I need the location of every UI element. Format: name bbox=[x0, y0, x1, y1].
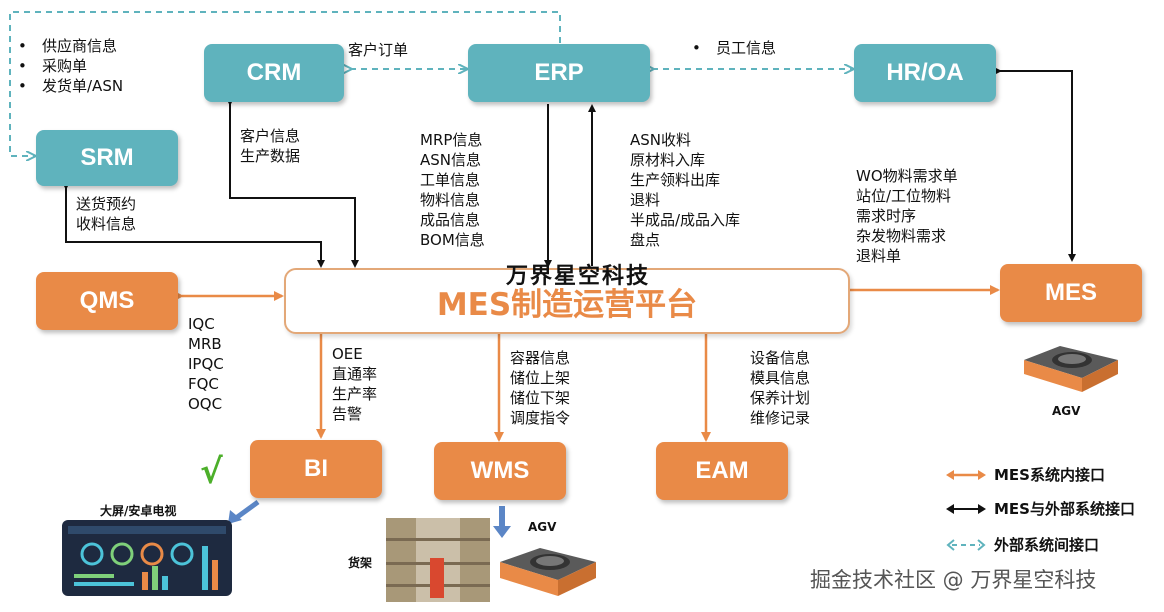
label-line: 设备信息 bbox=[750, 349, 811, 367]
label-line: 模具信息 bbox=[750, 369, 811, 387]
legend-label: 外部系统间接口 bbox=[994, 536, 1100, 554]
label-line: MRP信息 bbox=[420, 131, 483, 149]
label-line: 生产领料出库 bbox=[630, 171, 721, 189]
agv-robot-icon bbox=[1024, 346, 1118, 392]
label-line: 需求时序 bbox=[856, 207, 917, 225]
label-line: ASN信息 bbox=[420, 151, 482, 169]
label-line: 调度指令 bbox=[510, 409, 571, 427]
label-line: ASN收料 bbox=[630, 131, 692, 149]
orange-arrow-icon bbox=[946, 469, 986, 480]
label-line: WO物料需求单 bbox=[856, 167, 958, 185]
shelf-caption: 货架 bbox=[348, 556, 373, 570]
customer-order-label: 客户订单 bbox=[348, 41, 409, 59]
label-line: 储位上架 bbox=[510, 369, 571, 387]
label-line: 站位/工位物料 bbox=[856, 187, 952, 205]
label-line: 成品信息 bbox=[420, 211, 481, 229]
label-line: 储位下架 bbox=[510, 389, 571, 407]
label-line: 送货预约 bbox=[76, 195, 137, 213]
label-line: 原材料入库 bbox=[630, 151, 706, 169]
mes-to-erp-label: ASN收料 原材料入库 生产领料出库 退料 半成品/成品入库 盘点 bbox=[630, 130, 740, 250]
employee-label: 员工信息 bbox=[688, 38, 776, 58]
legend-external: MES与外部系统接口 bbox=[946, 498, 1135, 519]
crm-mes-label: 客户信息 生产数据 bbox=[240, 126, 300, 166]
label-line: OQC bbox=[188, 395, 223, 413]
label-line: 告警 bbox=[332, 405, 363, 423]
wms-node: WMS bbox=[434, 442, 566, 500]
label-line: 生产数据 bbox=[240, 147, 301, 165]
legend-label: MES与外部系统接口 bbox=[994, 500, 1135, 518]
brand-text: 万界星空科技 bbox=[506, 264, 651, 289]
crm-node: CRM bbox=[204, 44, 344, 102]
hr-mes-label: WO物料需求单 站位/工位物料 需求时序 杂发物料需求 退料单 bbox=[856, 166, 958, 266]
black-arrow-icon bbox=[946, 503, 986, 514]
label-line: 物料信息 bbox=[420, 191, 481, 209]
label-line: MRB bbox=[188, 335, 222, 353]
label-line: 盘点 bbox=[630, 231, 661, 249]
label-line: 生产率 bbox=[332, 385, 378, 403]
srm-node: SRM bbox=[36, 130, 178, 186]
label-line: 保养计划 bbox=[750, 389, 811, 407]
label-line: 工单信息 bbox=[420, 171, 481, 189]
eam-label: 设备信息 模具信息 保养计划 维修记录 bbox=[750, 348, 810, 428]
erp-to-mes-label: MRP信息 ASN信息 工单信息 物料信息 成品信息 BOM信息 bbox=[420, 130, 485, 250]
qms-label: IQC MRB IPQC FQC OQC bbox=[188, 314, 224, 414]
supplier-label: 供应商信息 采购单 发货单/ASN bbox=[14, 36, 123, 96]
legend-between-external: 外部系统间接口 bbox=[946, 534, 1099, 555]
label-line: 收料信息 bbox=[76, 215, 137, 233]
dashboard-screen-image bbox=[62, 520, 232, 596]
arrow-bi-screen bbox=[234, 499, 260, 521]
teal-dashed-arrow-icon bbox=[946, 538, 986, 551]
wms-label: 容器信息 储位上架 储位下架 调度指令 bbox=[510, 348, 570, 428]
label-line: 直通率 bbox=[332, 365, 378, 383]
hroa-node: HR/OA bbox=[854, 44, 996, 102]
link-hroa-mes bbox=[994, 67, 1076, 262]
warehouse-shelf-image bbox=[386, 518, 490, 602]
label-line: 半成品/成品入库 bbox=[630, 211, 741, 229]
agv-bottom-caption: AGV bbox=[528, 520, 557, 534]
agv-bottom-robot-icon bbox=[500, 548, 596, 596]
agv-right-caption: AGV bbox=[1052, 404, 1081, 418]
watermark-text: 掘金技术社区 @ 万界星空科技 bbox=[810, 568, 1097, 592]
mes-right-node: MES bbox=[1000, 264, 1142, 322]
qms-node: QMS bbox=[36, 272, 178, 330]
legend-label: MES系统内接口 bbox=[994, 466, 1105, 484]
label-line: BOM信息 bbox=[420, 231, 485, 249]
eam-node: EAM bbox=[656, 442, 788, 500]
label-line: 退料 bbox=[630, 191, 661, 209]
erp-node: ERP bbox=[468, 44, 650, 102]
label-line: 容器信息 bbox=[510, 349, 571, 367]
label-line: 杂发物料需求 bbox=[856, 227, 947, 245]
label-line: IQC bbox=[188, 315, 215, 333]
label-line: 发货单/ASN bbox=[14, 76, 123, 96]
bi-node: BI bbox=[250, 440, 382, 498]
label-line: 供应商信息 bbox=[14, 36, 123, 56]
label-line: 退料单 bbox=[856, 247, 902, 265]
label-line: 采购单 bbox=[14, 56, 123, 76]
bi-label: OEE 直通率 生产率 告警 bbox=[332, 344, 377, 424]
label-line: FQC bbox=[188, 375, 219, 393]
srm-mes-label: 送货预约 收料信息 bbox=[76, 194, 136, 234]
check-mark-icon: √ bbox=[200, 452, 223, 492]
legend-internal: MES系统内接口 bbox=[946, 464, 1105, 485]
label-line: 维修记录 bbox=[750, 409, 811, 427]
label-line: IPQC bbox=[188, 355, 224, 373]
screen-caption: 大屏/安卓电视 bbox=[100, 504, 177, 518]
mes-platform-node: MES制造运营平台 bbox=[284, 268, 850, 334]
label-line: 客户信息 bbox=[240, 127, 301, 145]
label-line: 员工信息 bbox=[688, 38, 776, 58]
link-srm-mes bbox=[62, 182, 325, 268]
label-line: OEE bbox=[332, 345, 363, 363]
